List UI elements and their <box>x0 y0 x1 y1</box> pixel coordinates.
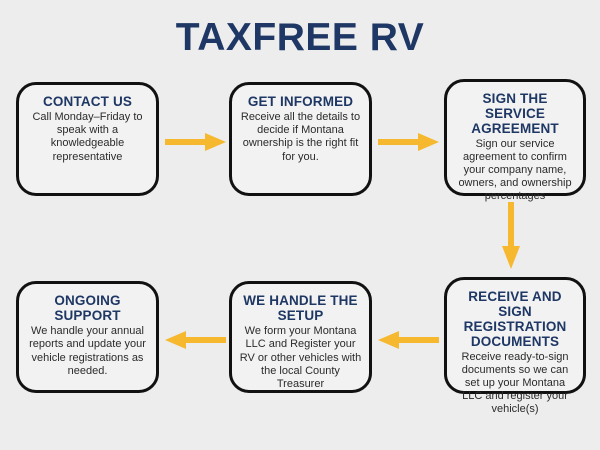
arrow-right-icon <box>165 131 227 153</box>
arrow-left-icon <box>165 329 227 351</box>
flow-step-heading: ONGOING SUPPORT <box>54 293 121 324</box>
flow-step-body: Receive ready-to-sign documents so we ca… <box>461 351 569 415</box>
flow-step-sign-agreement[interactable]: SIGN THE SERVICE AGREEMENT Sign our serv… <box>444 79 586 202</box>
flow-step-body: We form your Montana LLC and Register yo… <box>239 325 362 390</box>
flow-step-heading: GET INFORMED <box>247 94 354 109</box>
arrow-right-icon <box>378 131 440 153</box>
flow-step-heading: CONTACT US <box>43 94 132 109</box>
flow-step-we-handle-setup[interactable]: WE HANDLE THE SETUP We form your Montana… <box>229 281 372 393</box>
flow-step-heading: WE HANDLE THE SETUP <box>243 293 358 324</box>
flow-step-contact-us[interactable]: CONTACT US Call Monday–Friday to speak w… <box>16 82 159 196</box>
flow-step-body: We handle your annual reports and update… <box>29 325 146 377</box>
flow-step-receive-sign[interactable]: RECEIVE AND SIGN REGISTRATION DOCUMENTS … <box>444 277 586 415</box>
arrow-left-icon <box>378 329 440 351</box>
flow-step-heading: SIGN THE SERVICE AGREEMENT <box>471 91 559 137</box>
page-title: TAXFREE RV <box>175 16 425 59</box>
flow-step-body: Receive all the details to decide if Mon… <box>240 111 361 163</box>
arrow-down-icon <box>500 202 522 270</box>
flow-step-get-informed[interactable]: GET INFORMED Receive all the details to … <box>229 82 372 196</box>
flow-step-body: Call Monday–Friday to speak with a knowl… <box>32 111 143 163</box>
flow-step-ongoing-support[interactable]: ONGOING SUPPORT We handle your annual re… <box>16 281 159 393</box>
flow-step-body: Sign our service agreement to confirm yo… <box>458 138 572 202</box>
flow-step-heading: RECEIVE AND SIGN REGISTRATION DOCUMENTS <box>463 289 567 350</box>
